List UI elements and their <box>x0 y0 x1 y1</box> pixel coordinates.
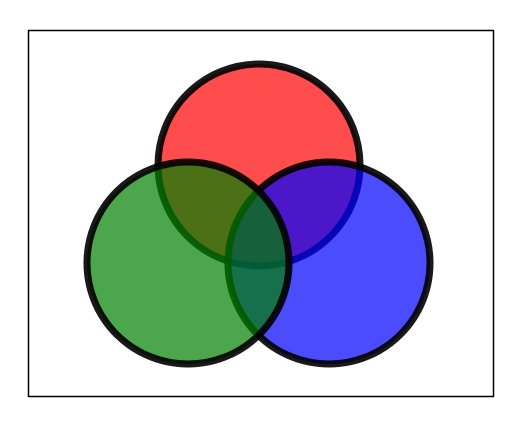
diagram-frame <box>27 29 495 398</box>
venn-circle-left <box>83 158 293 368</box>
